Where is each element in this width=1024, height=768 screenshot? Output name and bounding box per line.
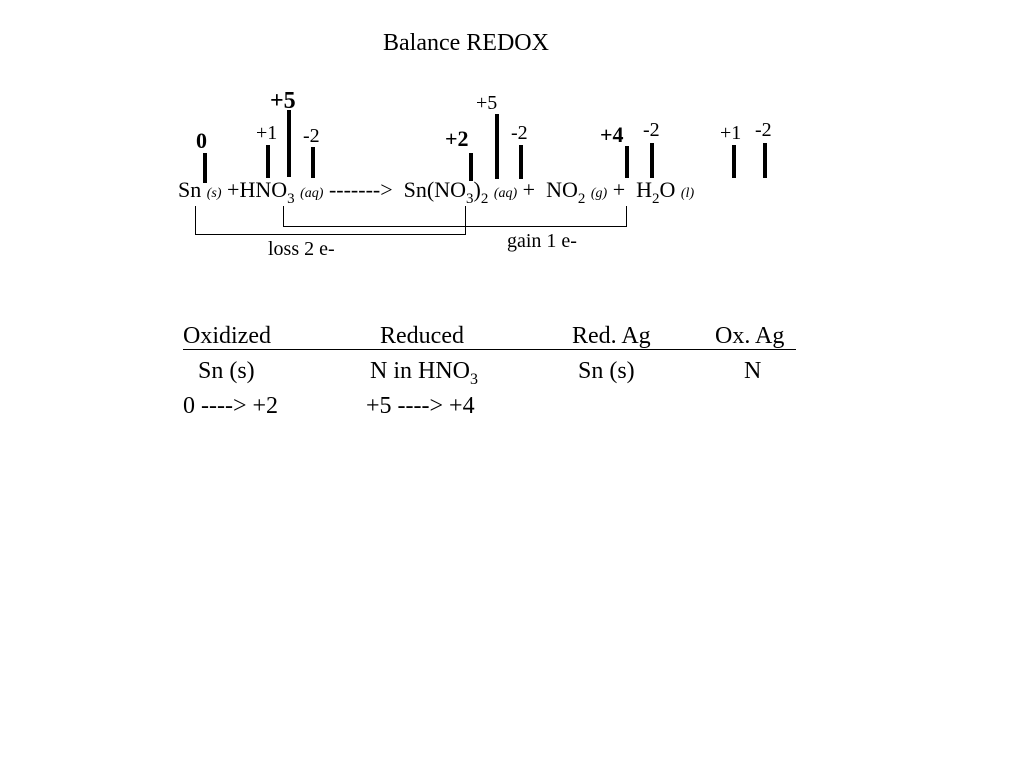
eq-hno3-phase: (aq)	[300, 186, 324, 201]
ox-number-h-h2o: +1	[720, 122, 742, 144]
pointer-bar-sn	[203, 153, 207, 183]
cell-oxidized-species: Sn (s)	[198, 358, 255, 384]
eq-sn-no3-subscript-1: 3	[466, 191, 474, 207]
eq-h2o: H2O	[636, 177, 676, 207]
eq-sn-no3-phase: (aq)	[493, 186, 518, 201]
eq-sn-no3-subscript-2: 2	[480, 191, 489, 207]
cell-reduced-formula: N in HNO	[370, 358, 470, 384]
loss-bracket-left	[195, 206, 196, 235]
pointer-bar-o-no2	[650, 143, 654, 178]
eq-hno3: HNO3	[239, 177, 294, 207]
header-oxidized: Oxidized	[183, 323, 271, 349]
cell-reduced-subscript: 3	[470, 371, 478, 388]
pointer-bar-sn-product	[469, 153, 473, 181]
cell-oxidizing-agent: N	[744, 358, 762, 384]
eq-sn-no3-formula: Sn(NO	[403, 177, 466, 202]
table-header-underline	[183, 349, 796, 350]
eq-plus-3: +	[612, 177, 626, 202]
ox-number-o-hno3: -2	[303, 125, 320, 147]
eq-h2o-phase: (l)	[680, 186, 695, 201]
eq-hno3-formula: HNO	[239, 177, 288, 202]
pointer-bar-h-hno3	[266, 145, 270, 178]
cell-reduction-change: +5 ----> +4	[366, 393, 475, 419]
eq-hno3-subscript: 3	[287, 191, 295, 207]
loss-bracket-bottom	[195, 234, 466, 235]
ox-number-sn-reactant: 0	[196, 128, 207, 153]
eq-h2o-h: H	[636, 177, 652, 202]
gain-bracket-bottom	[283, 226, 627, 227]
ox-number-o-no2: -2	[643, 119, 660, 141]
eq-no2-subscript: 2	[577, 191, 586, 207]
eq-plus-1: +	[227, 177, 240, 202]
cell-reduced-species: N in HNO3	[370, 358, 478, 388]
gain-electrons-label: gain 1 e-	[507, 230, 577, 252]
header-reducing-agent: Red. Ag	[572, 323, 651, 349]
cell-oxidation-change: 0 ----> +2	[183, 393, 279, 419]
header-oxidizing-agent: Ox. Ag	[715, 323, 785, 349]
pointer-bar-o-h2o	[763, 143, 767, 178]
eq-h2o-o: O	[659, 177, 676, 202]
ox-number-n-nitrate: +5	[476, 92, 498, 114]
page-title: Balance REDOX	[383, 30, 549, 56]
cell-reducing-agent: Sn (s)	[578, 358, 635, 384]
eq-no2-phase: (g)	[590, 186, 608, 201]
eq-sn-no3-2: Sn(NO3)2	[403, 177, 489, 207]
ox-number-h-hno3: +1	[256, 122, 278, 144]
eq-no2-formula: NO	[546, 177, 578, 202]
ox-number-o-h2o: -2	[755, 119, 772, 141]
pointer-bar-n-no2	[625, 146, 629, 178]
ox-number-n-no2: +4	[600, 122, 624, 147]
eq-h2o-subscript: 2	[652, 191, 660, 207]
header-reduced: Reduced	[380, 323, 464, 349]
pointer-bar-o-hno3	[311, 147, 315, 178]
loss-electrons-label: loss 2 e-	[268, 238, 335, 260]
ox-number-sn-product: +2	[445, 126, 469, 151]
pointer-bar-h-h2o	[732, 145, 736, 178]
eq-plus-2: +	[522, 177, 536, 202]
eq-sn: Sn	[178, 177, 202, 202]
pointer-bar-n-hno3	[287, 110, 291, 177]
ox-number-n-hno3: +5	[270, 88, 296, 114]
eq-sn-no3-paren: )	[473, 177, 481, 202]
redox-equation: Sn (s) +HNO3 (aq) -------> Sn(NO3)2 (aq)…	[178, 177, 695, 207]
gain-bracket-left	[283, 206, 284, 227]
gain-bracket-right	[626, 206, 627, 227]
eq-arrow: ------->	[328, 177, 393, 202]
eq-sn-phase: (s)	[206, 186, 222, 201]
loss-bracket-right	[465, 206, 466, 235]
pointer-bar-o-nitrate	[519, 145, 523, 179]
ox-number-o-nitrate: -2	[511, 122, 528, 144]
pointer-bar-n-nitrate	[495, 114, 499, 179]
eq-no2: NO2	[546, 177, 585, 207]
